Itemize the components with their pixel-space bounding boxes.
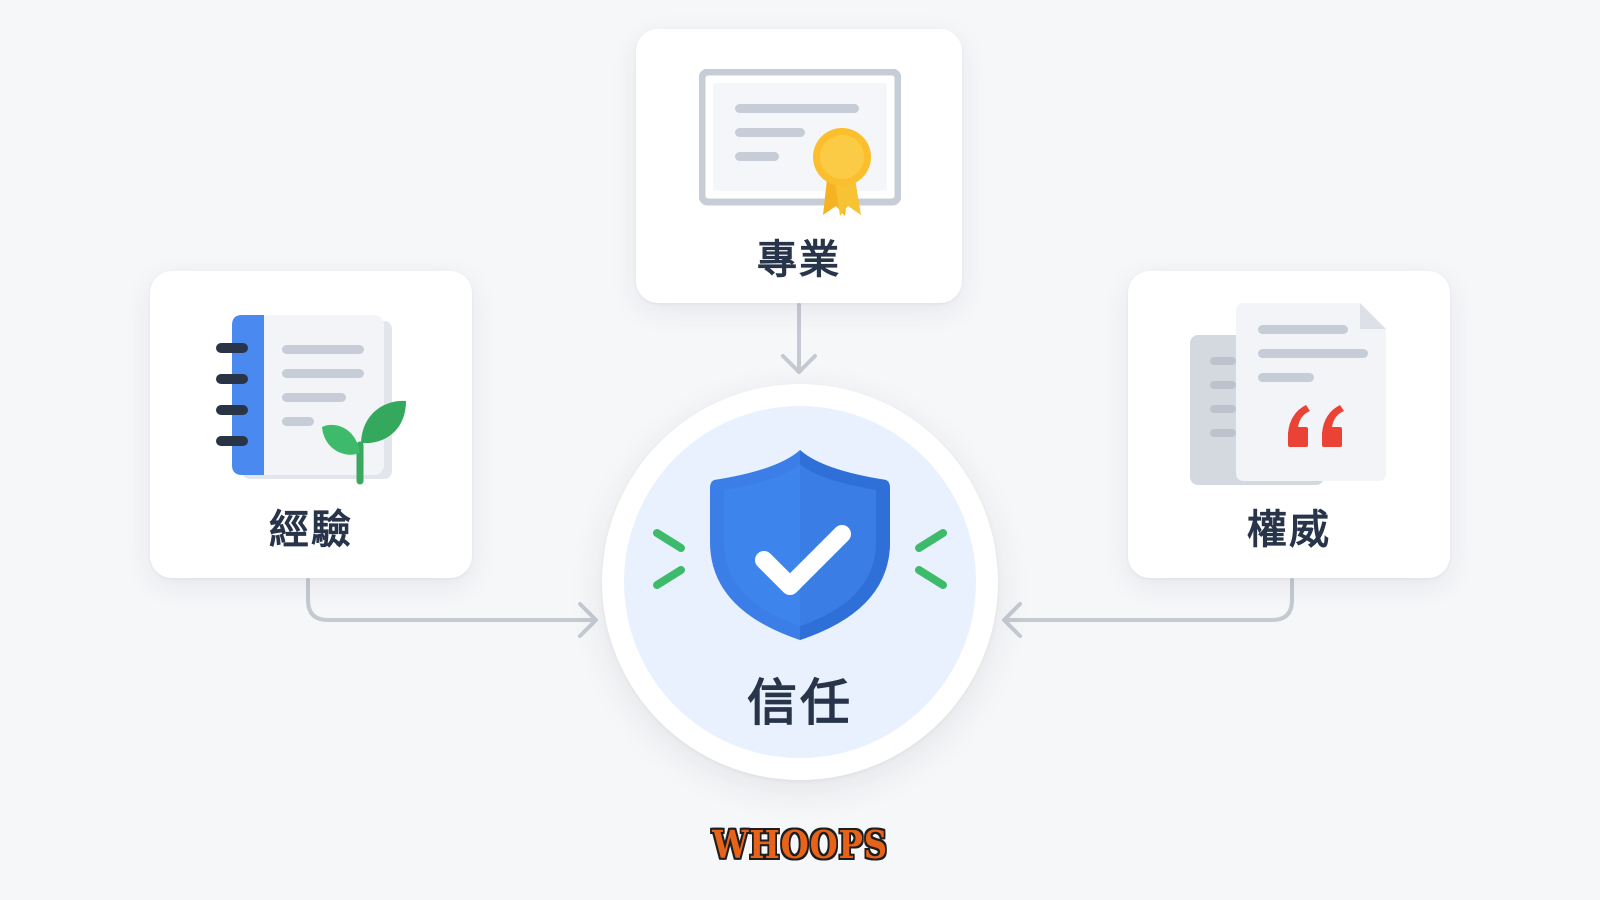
whoops-wordmark: WHOOPS bbox=[712, 822, 888, 867]
expertise-card: 專業 bbox=[636, 29, 962, 303]
connector-authority-to-trust bbox=[1004, 578, 1294, 622]
arrowhead-left bbox=[578, 602, 598, 638]
arrowhead-top bbox=[781, 354, 817, 374]
shield-check-icon bbox=[653, 450, 947, 640]
connector-experience-to-trust bbox=[306, 578, 596, 622]
certificate-icon bbox=[699, 69, 901, 216]
trust-hub: 信任 bbox=[602, 384, 998, 780]
expertise-label: 專業 bbox=[757, 237, 841, 283]
authority-label: 權威 bbox=[1247, 507, 1331, 553]
trust-label: 信任 bbox=[747, 674, 853, 732]
authority-card: 權威 bbox=[1128, 271, 1450, 578]
arrowhead-right bbox=[1002, 602, 1022, 638]
experience-label: 經驗 bbox=[269, 507, 353, 553]
notebook-sprout-icon bbox=[216, 315, 406, 485]
quote-document-icon bbox=[1190, 303, 1386, 485]
experience-card: 經驗 bbox=[150, 271, 472, 578]
